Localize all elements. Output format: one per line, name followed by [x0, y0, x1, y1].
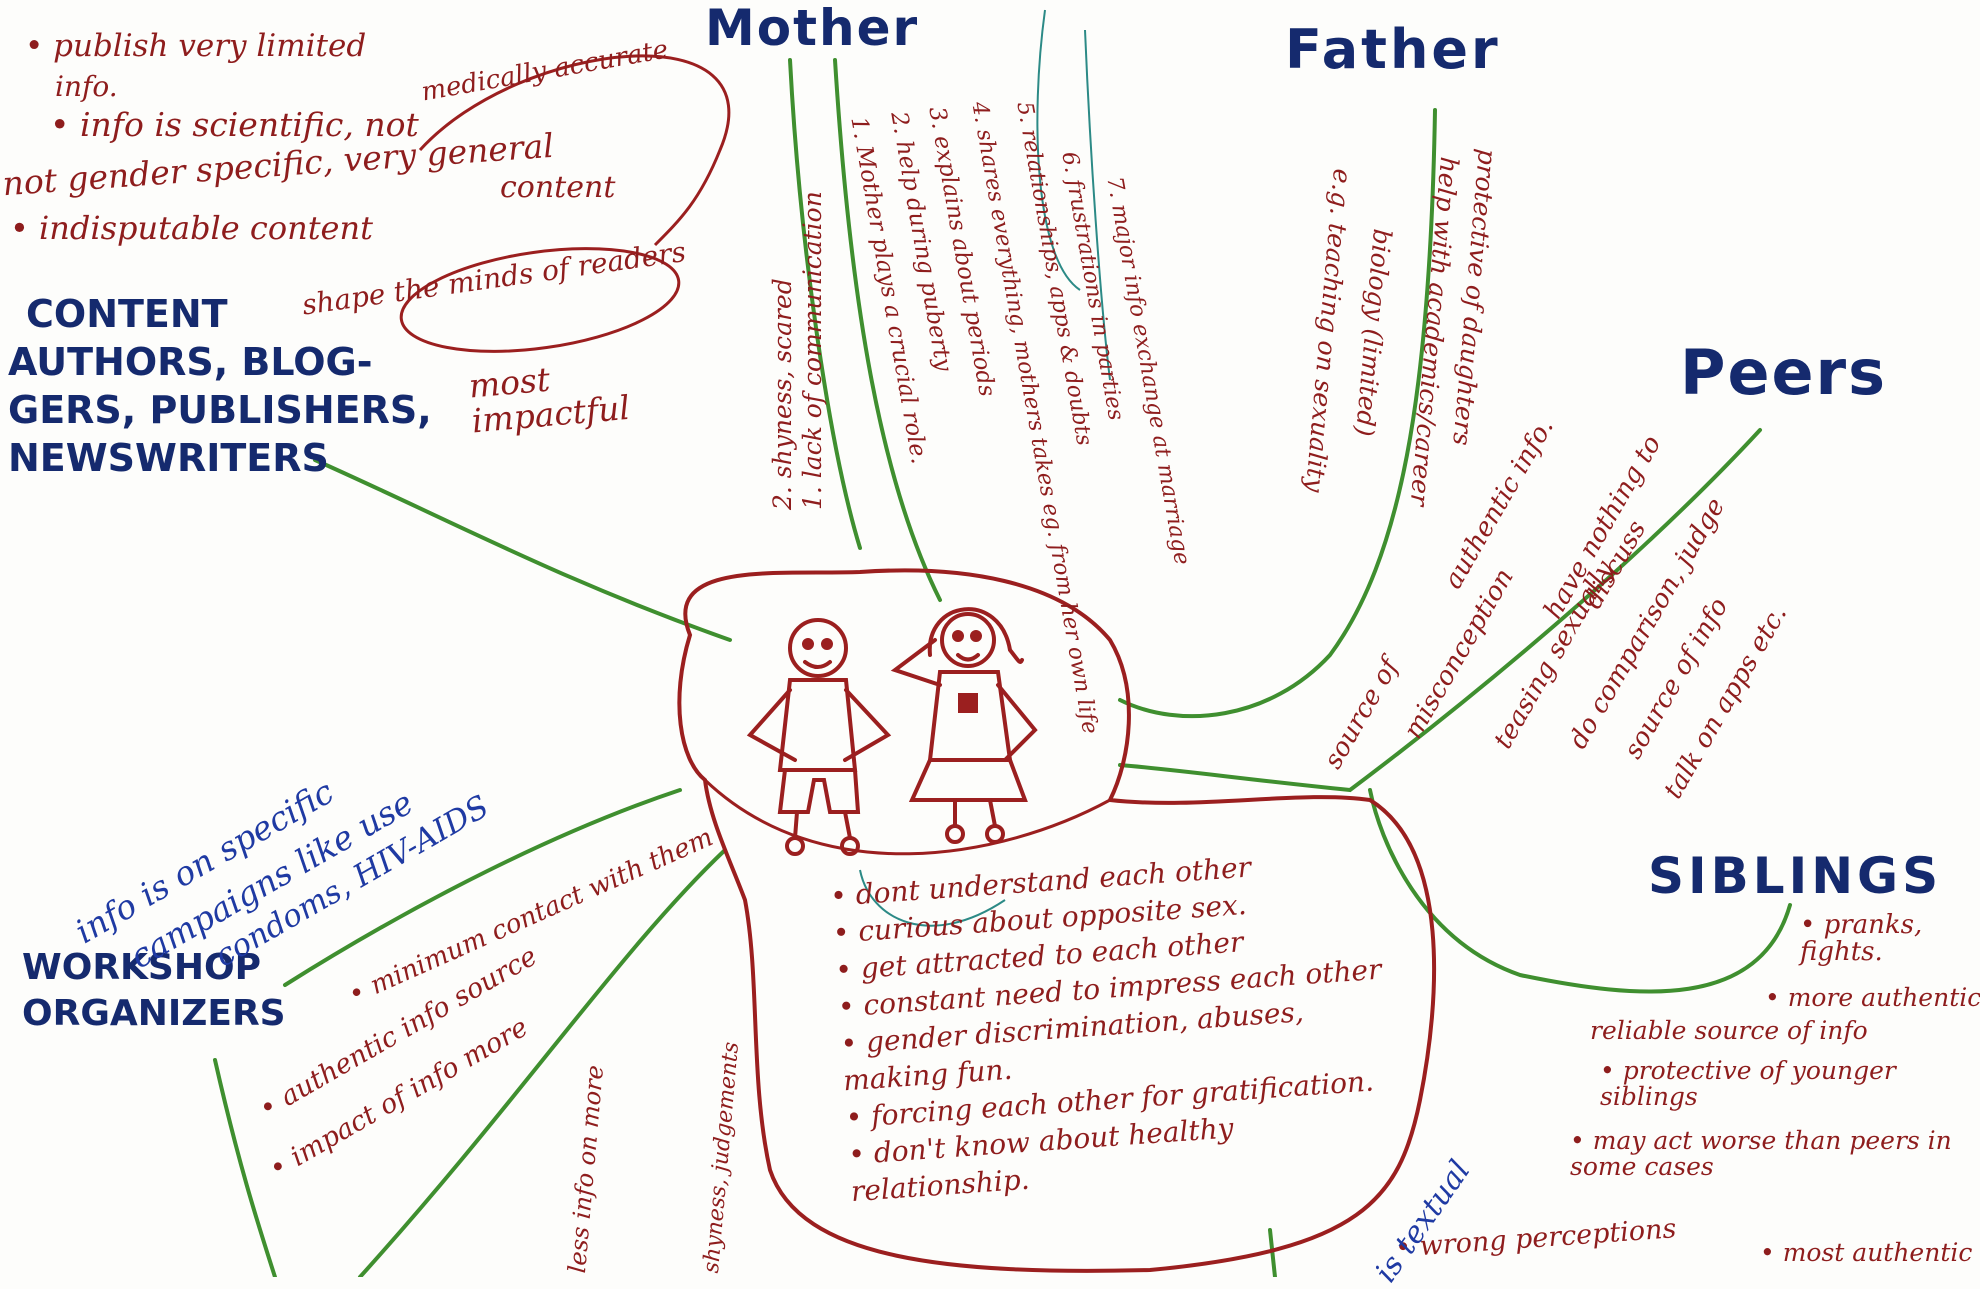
highlight-ellipse: [399, 247, 681, 353]
sibling-note: • pranks, fights.: [1800, 910, 1923, 968]
branch-line-siblings: [1368, 788, 1792, 994]
content-note: content: [500, 170, 616, 205]
branch-title-siblings: SIBLINGS: [1648, 847, 1943, 905]
branch-title-father: Father: [1285, 18, 1501, 81]
sibling-note: • more authentic: [1765, 983, 1980, 1012]
branch-line-mother-right: [833, 58, 942, 602]
content-title-line: CONTENT: [26, 292, 228, 336]
center-outline: [677, 568, 1437, 1273]
girl-figure: [890, 607, 1038, 844]
sibling-note: • may act worse than peers in some cases: [1570, 1126, 1952, 1182]
content-note: • info is scientific, not: [50, 105, 419, 144]
branch-line-content: [313, 458, 732, 642]
content-title-line: GERS, PUBLISHERS,: [8, 388, 432, 432]
sibling-note: • protective of younger siblings: [1600, 1056, 1896, 1112]
sibling-note: • most authentic: [1760, 1238, 1973, 1267]
branch-title-workshop: WORKSHOP ORGANIZERS: [22, 945, 286, 1037]
boy-figure: [746, 618, 892, 856]
center-notes: dont understand each other curious about…: [829, 839, 1411, 1210]
mother-note: 2. shyness, scared: [768, 278, 797, 510]
branch-line-peers: [1118, 428, 1762, 793]
content-note: • publish very limited: [25, 28, 367, 64]
branch-title-content: CONTENT AUTHORS, BLOG- GERS, PUBLISHERS,…: [8, 290, 432, 482]
branch-title-peers: Peers: [1680, 336, 1888, 409]
workshop-title-line: ORGANIZERS: [22, 993, 286, 1034]
branch-line-bottom: [358, 848, 727, 1277]
branch-line-father: [1118, 108, 1437, 719]
content-title-line: NEWSWRITERS: [8, 436, 329, 480]
branch-line-bottom-right: [1268, 1228, 1277, 1277]
branch-line-workshop: [283, 788, 682, 987]
mother-note: 1. lack of communication: [798, 191, 827, 510]
branch-title-mother: Mother: [705, 0, 920, 57]
content-note: info.: [55, 70, 118, 103]
workshop-title-line: WORKSHOP: [22, 947, 261, 988]
content-title-line: AUTHORS, BLOG-: [8, 340, 373, 384]
branch-line-mother-left: [788, 58, 862, 550]
content-note: • indisputable content: [10, 209, 373, 247]
sibling-note: reliable source of info: [1590, 1016, 1868, 1045]
branch-line-workshop-lower: [213, 1058, 277, 1277]
